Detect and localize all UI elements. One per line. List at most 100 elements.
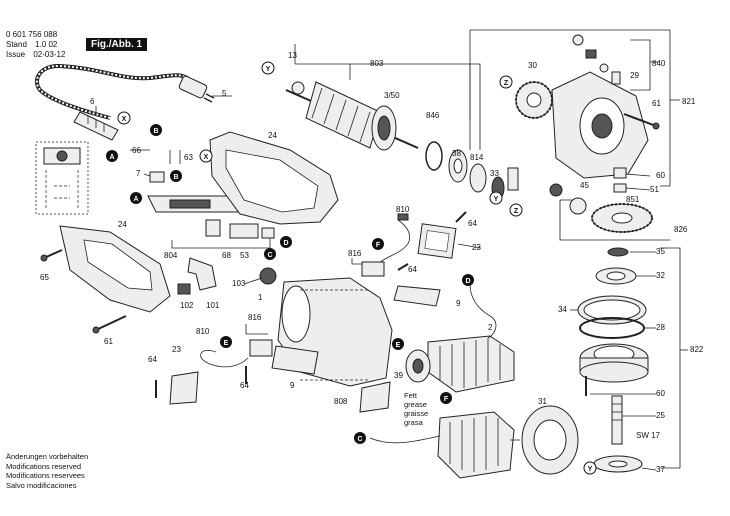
grease-note: Fett grease graisse grasa — [404, 391, 428, 427]
label-1: 1 — [258, 293, 263, 302]
part-number: 0 601 756 088 — [6, 30, 58, 39]
label-31: 31 — [538, 397, 547, 406]
label-64-mid: 64 — [408, 265, 417, 274]
label-821: 821 — [682, 97, 696, 106]
gear-housing — [551, 71, 649, 179]
bevel-gear — [591, 203, 653, 233]
svg-text:E: E — [396, 342, 401, 349]
label-816-lower: 816 — [248, 313, 262, 322]
label-29: 29 — [630, 71, 639, 80]
spindle-25 — [611, 395, 623, 445]
label-60-lower: 60 — [656, 389, 665, 398]
label-826: 826 — [674, 225, 688, 234]
bracket-804 — [171, 236, 271, 249]
note-es: Salvo modificaciones — [6, 480, 77, 490]
stand-value: 1.0 02 — [35, 40, 58, 49]
label-7: 7 — [136, 169, 141, 178]
brush-cover-lower — [271, 345, 319, 375]
handle-half-left — [59, 225, 171, 313]
field-coil — [427, 335, 515, 393]
stand-line: Stand 1.0 02 — [6, 40, 57, 50]
wire-to-c — [369, 435, 441, 444]
label-33: 33 — [490, 169, 499, 178]
label-101: 101 — [206, 301, 220, 310]
label-35: 35 — [656, 247, 665, 256]
switch-module-lower — [249, 339, 273, 357]
callout-z-mid: Z — [509, 203, 523, 217]
fan-39 — [405, 349, 431, 383]
label-53: 53 — [240, 251, 249, 260]
label-60-upper: 60 — [656, 171, 665, 180]
label-24-lower: 24 — [118, 220, 127, 229]
label-37: 37 — [656, 465, 665, 474]
label-2: 2 — [488, 323, 493, 332]
bearing-45 — [549, 183, 587, 215]
plate-808 — [359, 381, 391, 413]
note-en: Modifications reserved — [6, 461, 82, 471]
cable-sleeve — [73, 111, 119, 141]
screw-64-d — [397, 263, 409, 271]
figure-label: Fig./Abb. 1 — [86, 38, 148, 51]
bearing-flange — [579, 343, 649, 383]
svg-text:F: F — [444, 396, 449, 403]
svg-text:E: E — [224, 340, 229, 347]
svg-text:Y: Y — [588, 466, 593, 473]
screw-64-c — [455, 211, 467, 223]
part-number-labels: 1 2 5 6 7 9 9 13 23 23 24 24 25 28 29 30… — [40, 51, 704, 474]
svg-text:Y: Y — [266, 66, 271, 73]
svg-text:A: A — [109, 154, 114, 161]
svg-text:D: D — [465, 278, 470, 285]
callout-f-upper: F — [372, 238, 384, 250]
label-816-upper: 816 — [348, 249, 362, 258]
label-32: 32 — [656, 271, 665, 280]
note-fr: Modifications reservees — [6, 471, 85, 480]
power-cable — [34, 63, 215, 120]
brush-cover-upper — [393, 285, 441, 307]
callout-e-right: E — [392, 338, 404, 350]
ring-35 — [607, 247, 629, 257]
protective-guard-34 — [577, 295, 647, 325]
retaining-ring — [425, 141, 443, 171]
issue-value: 02-03-12 — [33, 50, 66, 59]
brush-holder-64 — [507, 167, 519, 191]
screw-61-left — [92, 315, 127, 334]
label-61-right: 61 — [652, 99, 661, 108]
callout-z-left: Z — [499, 75, 513, 89]
label-846: 846 — [426, 111, 440, 120]
label-9-upper: 9 — [456, 299, 461, 308]
wire-810-lower — [200, 350, 249, 368]
label-810-upper: 810 — [396, 205, 410, 214]
label-102: 102 — [180, 301, 194, 310]
plate-23-upper — [417, 223, 457, 259]
grease-note-de: Fett — [404, 391, 418, 400]
callout-f-lower: F — [440, 392, 452, 404]
armature — [285, 81, 419, 151]
grease-note-es: grasa — [404, 418, 424, 427]
label-814: 814 — [470, 153, 484, 162]
label-851: 851 — [626, 195, 640, 204]
label-13: 13 — [288, 51, 297, 60]
label-808: 808 — [334, 397, 348, 406]
label-28: 28 — [656, 323, 665, 332]
svg-text:B: B — [173, 174, 178, 181]
label-65: 65 — [40, 273, 49, 282]
bushing-60-upper — [613, 167, 627, 179]
callouts-open: X X Y Z Y Z Y — [117, 61, 597, 475]
callout-b-mid: B — [170, 170, 182, 182]
svg-text:Z: Z — [504, 80, 509, 87]
callout-d-mid: D — [280, 236, 292, 248]
handle-half-right — [209, 131, 339, 225]
callout-x-mid: X — [199, 149, 213, 163]
callout-b-top: B — [150, 124, 162, 136]
leader-lines — [130, 95, 657, 471]
issue-line: Issue 02-03-12 — [6, 50, 65, 60]
label-sw17: SW 17 — [636, 431, 661, 440]
label-45: 45 — [580, 181, 589, 190]
callout-a-left: A — [106, 150, 118, 162]
label-61-left: 61 — [104, 337, 113, 346]
callout-c-mid: C — [264, 248, 276, 260]
label-6: 6 — [90, 97, 95, 106]
switch-module-upper — [361, 261, 385, 277]
callout-y-bottom: Y — [583, 461, 597, 475]
